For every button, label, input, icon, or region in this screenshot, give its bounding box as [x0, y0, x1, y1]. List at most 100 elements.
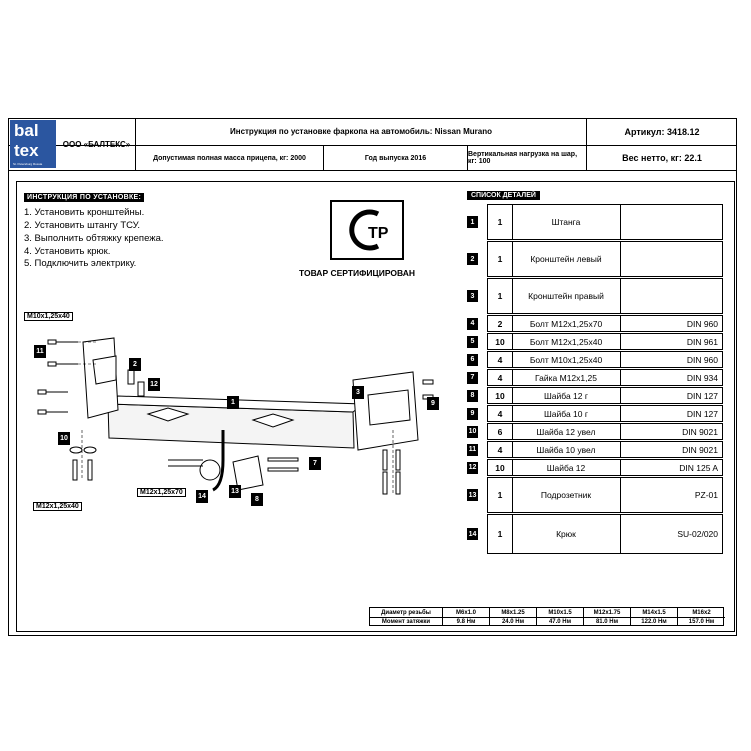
- logo-text-bottom: tex: [14, 141, 39, 160]
- part-quantity: 1: [488, 205, 513, 239]
- instruction-step: 4. Установить крюк.: [24, 246, 111, 257]
- torque-value: 47.0 Нм: [537, 617, 584, 626]
- callout-8: 8: [251, 493, 263, 506]
- part-name: Болт М12х1,25х70: [512, 316, 621, 331]
- part-name: Подрозетник: [512, 478, 621, 512]
- part-number-badge: 2: [467, 253, 478, 265]
- part-number-badge: 4: [467, 317, 478, 330]
- part-quantity: 4: [488, 406, 513, 421]
- certificate-text: ТОВАР СЕРТИФИЦИРОВАН: [299, 268, 415, 278]
- part-number-badge: 3: [467, 290, 478, 302]
- part-name: Гайка М12х1,25: [512, 370, 621, 385]
- callout-13: 13: [229, 485, 241, 498]
- part-name: Шайба 10 г: [512, 406, 621, 421]
- part-number-badge: 11: [467, 443, 478, 456]
- part-quantity: 1: [488, 515, 513, 553]
- part-quantity: 1: [488, 279, 513, 313]
- part-name: Штанга: [512, 205, 621, 239]
- part-standard: DIN 125 A: [679, 462, 718, 473]
- production-year: Год выпуска 2016: [364, 154, 427, 162]
- callout-1: 1: [227, 396, 239, 409]
- bolt-size-label: М10х1,25х40: [24, 312, 73, 321]
- callout-10: 10: [58, 432, 70, 445]
- content-frame: [16, 181, 735, 632]
- header-bottom-line: [8, 170, 737, 171]
- part-standard: DIN 9021: [682, 444, 718, 455]
- thread-size: М16х2: [692, 609, 711, 616]
- part-standard: DIN 9021: [682, 426, 718, 437]
- torque-row-label: Диаметр резьбы: [370, 608, 443, 617]
- header-col-line: [323, 145, 324, 171]
- callout-14: 14: [196, 490, 208, 503]
- torque-table: Диаметр резьбы М6х1.0 М8х1.25 М10х1.5 М1…: [369, 607, 725, 626]
- part-standard: DIN 934: [686, 372, 718, 383]
- part-number-badge: 10: [467, 425, 478, 438]
- logo-subtitle: St. Petersburg Russia: [13, 162, 43, 166]
- certificate-letters: ТР: [368, 225, 389, 242]
- part-name: Болт М10х1,25х40: [512, 352, 621, 367]
- part-number-badge: 6: [467, 353, 478, 366]
- part-quantity: 2: [488, 316, 513, 331]
- thread-size: М8х1.25: [490, 608, 537, 617]
- part-standard: DIN 961: [686, 336, 718, 347]
- part-number-badge: 8: [467, 389, 478, 402]
- logo-text-top: bal: [14, 121, 39, 140]
- certificate-mark-icon: ТР: [330, 200, 404, 260]
- part-name: Кронштейн левый: [512, 242, 621, 276]
- callout-2: 2: [129, 358, 141, 371]
- bolt-size-label: М12х1,25х70: [137, 488, 186, 497]
- torque-value: 81.0 Нм: [584, 617, 631, 626]
- torque-row-label: Момент затяжки: [370, 617, 443, 626]
- callout-9: 9: [427, 397, 439, 410]
- part-name: Кронштейн правый: [512, 279, 621, 313]
- part-name: Шайба 12 г: [512, 388, 621, 403]
- header-col-line: [467, 145, 468, 171]
- baltex-logo: bal tex St. Petersburg Russia: [10, 120, 56, 168]
- header-divider: [8, 145, 737, 146]
- torque-value: 24.0 Нм: [490, 617, 537, 626]
- instruction-step: 3. Выполнить обтяжку крепежа.: [24, 233, 164, 244]
- part-quantity: 4: [488, 442, 513, 457]
- callout-12: 12: [148, 378, 160, 391]
- part-number-badge: 14: [467, 528, 478, 540]
- thread-size: М10х1.5: [537, 608, 584, 617]
- callout-11: 11: [34, 345, 46, 358]
- part-standard: DIN 127: [686, 408, 718, 419]
- part-name: Шайба 12 увел: [512, 424, 621, 439]
- torque-value: 157.0 Нм: [688, 618, 715, 625]
- header-col-line: [135, 118, 136, 171]
- torque-value: 9.8 Нм: [443, 617, 490, 626]
- part-name: Болт М12х1,25х40: [512, 334, 621, 349]
- part-quantity: 10: [488, 460, 513, 475]
- torque-row-moment: Момент затяжки 9.8 Нм 24.0 Нм 47.0 Нм 81…: [370, 617, 725, 626]
- max-trailer-mass: Допустимая полная масса прицепа, кг: 200…: [153, 154, 306, 162]
- part-standard: PZ-01: [694, 490, 718, 500]
- thread-size: М12х1.75: [584, 608, 631, 617]
- article-number: Артикул: 3418.12: [624, 126, 700, 137]
- company-name: ООО «БАЛТЕКС»: [62, 139, 131, 149]
- part-name: Шайба 12: [512, 460, 621, 475]
- instruction-title: Инструкция по установке фаркопа на автом…: [229, 127, 492, 136]
- instruction-step: 5. Подключить электрику.: [24, 258, 137, 269]
- part-name: Крюк: [512, 515, 621, 553]
- callout-3: 3: [352, 386, 364, 399]
- instruction-step: 2. Установить штангу ТСУ.: [24, 220, 141, 231]
- part-standard: DIN 960: [686, 354, 718, 365]
- sheet-frame: [8, 118, 737, 636]
- thread-size: М6х1.0: [443, 608, 490, 617]
- torque-row-thread: Диаметр резьбы М6х1.0 М8х1.25 М10х1.5 М1…: [370, 608, 725, 618]
- part-number-badge: 7: [467, 371, 478, 384]
- part-quantity: 1: [488, 478, 513, 512]
- part-number-badge: 1: [467, 216, 478, 228]
